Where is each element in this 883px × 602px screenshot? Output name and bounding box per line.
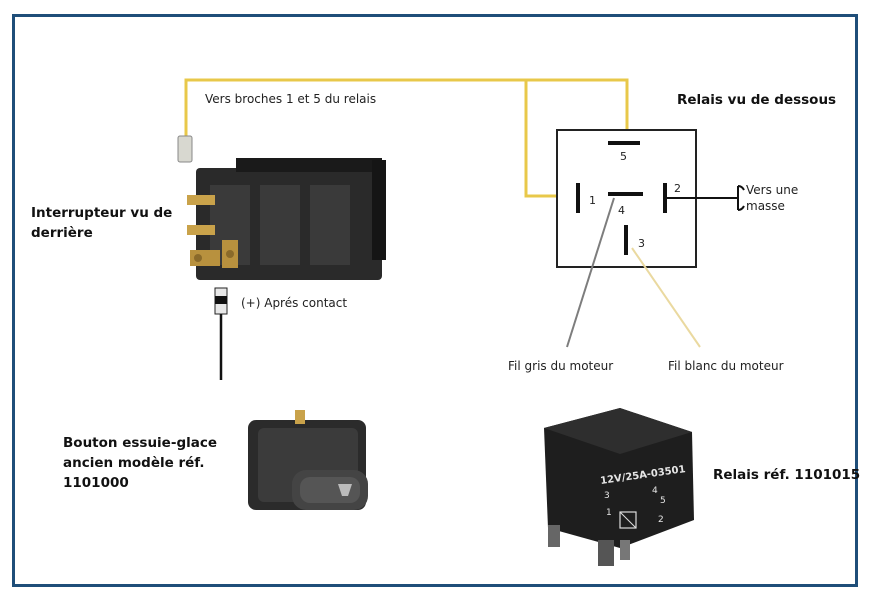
relay-pin-5-label: 5: [620, 150, 627, 163]
relay-body-pin-2: 2: [658, 515, 664, 525]
gray-wire: [566, 197, 615, 348]
white-wire: [631, 247, 701, 348]
yellow-connector: [177, 135, 193, 163]
ground-label-2: masse: [746, 199, 785, 213]
switch-rear-photo: [187, 158, 386, 280]
relay-body-pin-5: 5: [660, 496, 666, 506]
gray-wire-label: Fil gris du moteur: [508, 359, 614, 373]
relay-bottom-title: Relais vu de dessous: [677, 92, 837, 108]
button-label-3: 1101000: [63, 475, 129, 491]
ground-label-1: Vers une: [746, 183, 799, 197]
white-wire-label: Fil blanc du moteur: [668, 359, 784, 373]
relay-pin-1-label: 1: [589, 194, 596, 207]
relay-body-pin-3: 3: [604, 491, 610, 501]
relay-pin-4-label: 4: [618, 204, 625, 217]
relay-pin-3-label: 3: [638, 237, 645, 250]
yellow-wire: [184, 78, 629, 142]
diagram-frame: [12, 14, 858, 587]
wire-to-relay-label: Vers broches 1 et 5 du relais: [205, 92, 377, 106]
button-label-2: ancien modèle réf.: [63, 455, 205, 471]
relay-photo: [544, 408, 694, 566]
switch-rear-label-2: derrière: [31, 225, 93, 241]
wiper-button-photo: [248, 410, 368, 510]
after-contact-label: (+) Aprés contact: [241, 296, 348, 310]
switch-rear-label-1: Interrupteur vu de: [31, 205, 173, 221]
relay-body-pin-1: 1: [606, 508, 612, 518]
relay-pin-2-label: 2: [674, 182, 681, 195]
ground-symbol: [737, 185, 745, 211]
button-label-1: Bouton essuie-glace: [63, 435, 217, 451]
relay-body-pin-4: 4: [652, 486, 658, 496]
relay-ref-label: Relais réf. 1101015: [713, 467, 861, 483]
